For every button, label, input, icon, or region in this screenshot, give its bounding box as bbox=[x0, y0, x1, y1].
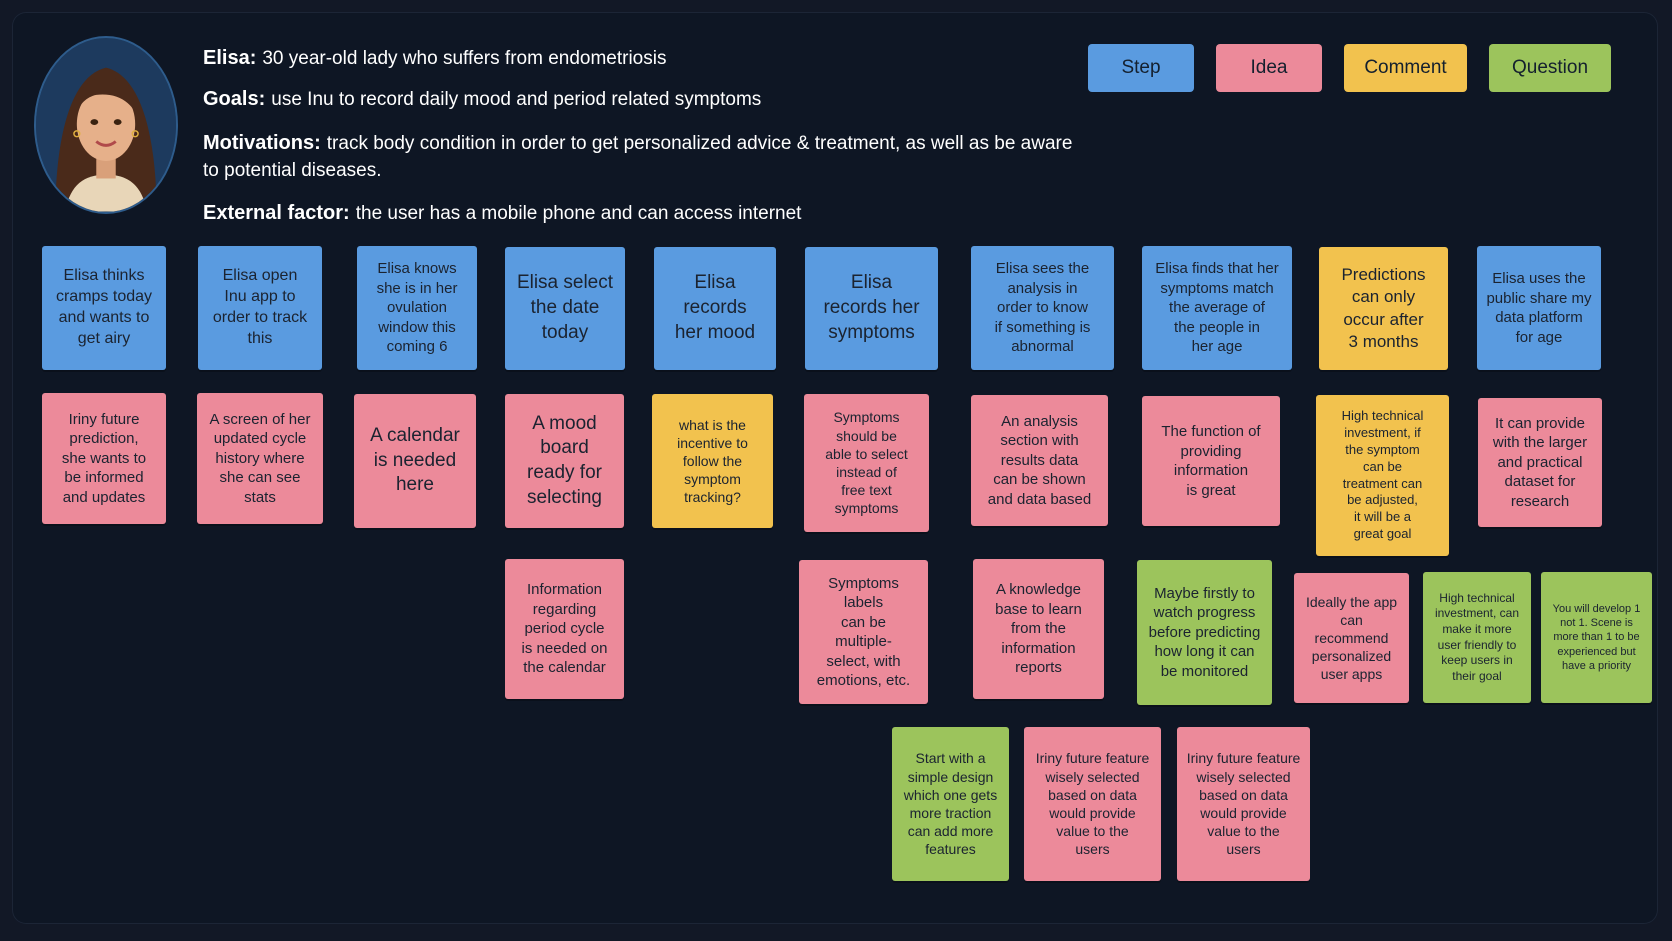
persona-motivations: Motivations:track body condition in orde… bbox=[203, 130, 1083, 184]
sticky-note[interactable]: Elisa records her symptoms bbox=[805, 247, 938, 370]
persona-name: Elisa:30 year-old lady who suffers from … bbox=[203, 45, 1083, 72]
sticky-note[interactable]: High technical investment, if the sympto… bbox=[1316, 395, 1449, 556]
sticky-note[interactable]: Elisa sees the analysis in order to know… bbox=[971, 246, 1114, 370]
sticky-note[interactable]: Start with a simple design which one get… bbox=[892, 727, 1009, 881]
sticky-note[interactable]: High technical investment, can make it m… bbox=[1423, 572, 1531, 703]
sticky-note[interactable]: Elisa knows she is in her ovulation wind… bbox=[357, 246, 477, 370]
sticky-note[interactable]: It can provide with the larger and pract… bbox=[1478, 398, 1602, 527]
sticky-note[interactable]: Elisa thinks cramps today and wants to g… bbox=[42, 246, 166, 370]
persona-name-text: 30 year-old lady who suffers from endome… bbox=[262, 48, 667, 69]
persona-goals-text: use Inu to record daily mood and period … bbox=[271, 89, 762, 110]
sticky-note[interactable]: Information regarding period cycle is ne… bbox=[505, 559, 624, 699]
sticky-note[interactable]: what is the incentive to follow the symp… bbox=[652, 394, 773, 528]
persona-goals-label: Goals: bbox=[203, 88, 266, 110]
sticky-note[interactable]: A calendar is needed here bbox=[354, 394, 476, 528]
sticky-note[interactable]: Symptoms labels can be multiple- select,… bbox=[799, 560, 928, 704]
legend-idea: Idea bbox=[1216, 44, 1322, 92]
sticky-note[interactable]: Iriny future feature wisely selected bas… bbox=[1177, 727, 1310, 881]
sticky-note[interactable]: Elisa finds that her symptoms match the … bbox=[1142, 246, 1292, 370]
sticky-note[interactable]: Elisa select the date today bbox=[505, 247, 625, 370]
sticky-note[interactable]: A knowledge base to learn from the infor… bbox=[973, 559, 1104, 699]
legend-step: Step bbox=[1088, 44, 1194, 92]
sticky-note[interactable]: Elisa open Inu app to order to track thi… bbox=[198, 246, 322, 370]
sticky-note[interactable]: Ideally the app can recommend personaliz… bbox=[1294, 573, 1409, 703]
sticky-note[interactable]: A mood board ready for selecting bbox=[505, 394, 624, 528]
sticky-note[interactable]: Elisa records her mood bbox=[654, 247, 776, 370]
sticky-note[interactable]: A screen of her updated cycle history wh… bbox=[197, 393, 323, 524]
persona-goals: Goals:use Inu to record daily mood and p… bbox=[203, 86, 1083, 113]
sticky-note[interactable]: Iriny future feature wisely selected bas… bbox=[1024, 727, 1161, 881]
persona-name-label: Elisa: bbox=[203, 47, 257, 69]
sticky-note[interactable]: You will develop 1 not 1. Scene is more … bbox=[1541, 572, 1652, 703]
persona-motivations-text: track body condition in order to get per… bbox=[203, 133, 1073, 181]
persona-external-factor: External factor:the user has a mobile ph… bbox=[203, 200, 1083, 227]
sticky-note[interactable]: Maybe firstly to watch progress before p… bbox=[1137, 560, 1272, 705]
sticky-note[interactable]: Predictions can only occur after 3 month… bbox=[1319, 247, 1448, 370]
legend-question: Question bbox=[1489, 44, 1611, 92]
sticky-note[interactable]: Symptoms should be able to select instea… bbox=[804, 394, 929, 532]
sticky-note[interactable]: The function of providing information is… bbox=[1142, 396, 1280, 526]
sticky-note[interactable]: Elisa uses the public share my data plat… bbox=[1477, 246, 1601, 370]
sticky-note[interactable]: An analysis section with results data ca… bbox=[971, 395, 1108, 526]
persona-external-text: the user has a mobile phone and can acce… bbox=[355, 203, 802, 224]
persona-motivations-label: Motivations: bbox=[203, 132, 321, 154]
legend-comment: Comment bbox=[1344, 44, 1467, 92]
woman-portrait-icon bbox=[34, 36, 178, 214]
sticky-note[interactable]: Iriny future prediction, she wants to be… bbox=[42, 393, 166, 524]
persona-external-label: External factor: bbox=[203, 202, 350, 224]
